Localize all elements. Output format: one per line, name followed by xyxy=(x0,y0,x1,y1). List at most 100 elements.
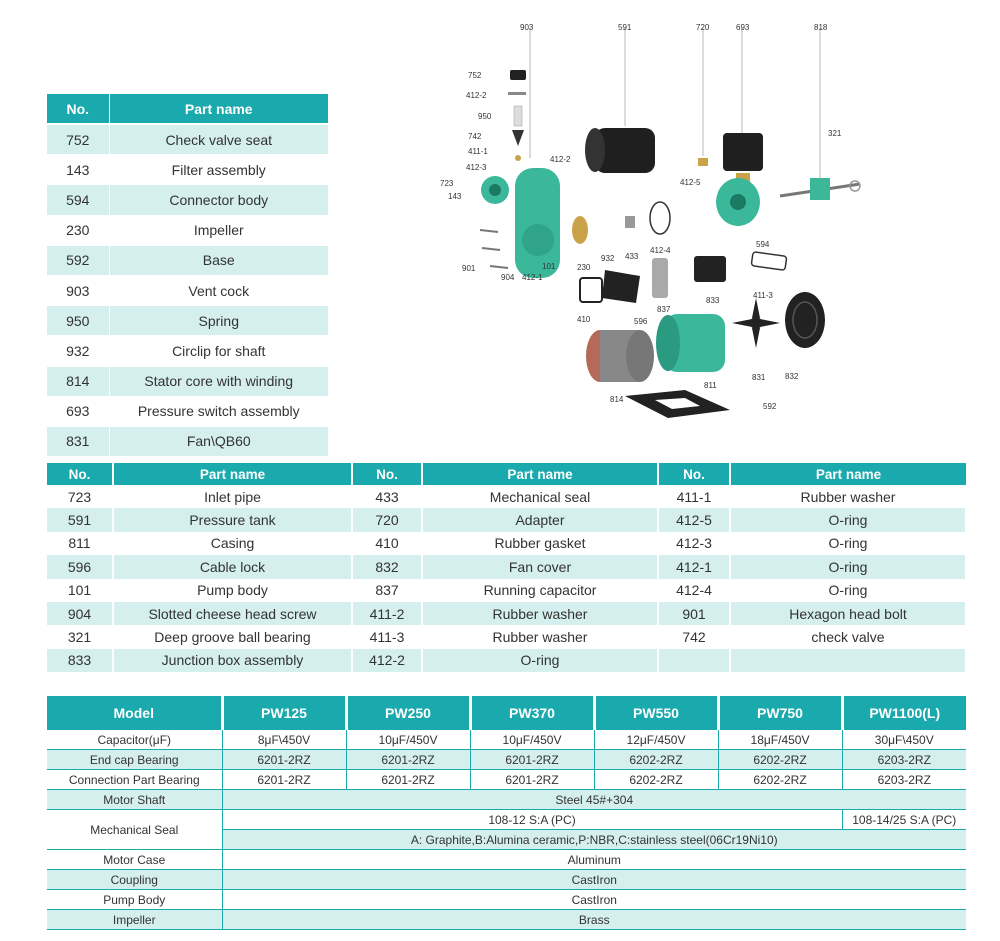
callout: 831 xyxy=(752,373,766,382)
spec-row-impeller: Impeller Brass xyxy=(47,909,966,930)
fan-cover-part xyxy=(785,292,825,348)
parts-table-2: No. Part name No. Part name No. Part nam… xyxy=(47,463,967,673)
part-no: 321 xyxy=(47,625,114,649)
part-no: 412-5 xyxy=(658,508,731,532)
pump-body-part xyxy=(481,168,560,278)
part-name: Casing xyxy=(113,531,353,556)
part-no: 412-3 xyxy=(658,531,731,556)
pressure-tank-part xyxy=(585,28,655,173)
part-name: Pressure switch assembly xyxy=(109,396,328,427)
part-no: 591 xyxy=(47,508,114,532)
spec-value: 6201-2RZ xyxy=(346,749,471,770)
spec-value: 12μF/450V xyxy=(594,730,719,750)
column-header-no: No. xyxy=(658,463,731,485)
part-no: 101 xyxy=(47,578,114,602)
part-no: 143 xyxy=(47,154,110,186)
part-name: Pump body xyxy=(113,578,353,602)
running-capacitor-part xyxy=(652,258,668,298)
callout: 950 xyxy=(478,112,492,121)
part-name: Rubber washer xyxy=(422,601,659,626)
part-name: Impeller xyxy=(109,215,328,246)
callout: 901 xyxy=(462,264,476,273)
part-name: Rubber washer xyxy=(422,625,659,649)
spec-label: Pump Body xyxy=(47,889,223,910)
callout: 412-2 xyxy=(550,155,571,164)
spec-value: 6202-2RZ xyxy=(594,769,719,790)
column-header-part-name: Part name xyxy=(422,463,659,485)
column-header-no: No. xyxy=(352,463,423,485)
part-name: Circlip for shaft xyxy=(109,335,328,367)
spec-row-end-cap-bearing: End cap Bearing 6201-2RZ 6201-2RZ 6201-2… xyxy=(47,749,966,770)
part-no: 412-4 xyxy=(658,578,731,602)
part-no: 596 xyxy=(47,555,114,579)
table-header-row: No. Part name xyxy=(47,94,328,125)
spec-label: Motor Case xyxy=(47,849,223,870)
callout: 411-1 xyxy=(468,147,488,156)
part-no: 720 xyxy=(352,508,423,532)
callout: 742 xyxy=(468,132,482,141)
part-no: 411-3 xyxy=(352,625,423,649)
part-name: Fan cover xyxy=(422,555,659,579)
callout: 412-2 xyxy=(466,91,487,100)
rotor-part xyxy=(779,28,861,200)
spec-value: Aluminum xyxy=(222,849,966,870)
part-name: Stator core with winding xyxy=(109,366,328,397)
junction-box-part xyxy=(694,256,726,282)
callout: 411-3 xyxy=(753,291,773,300)
part-name: Deep groove ball bearing xyxy=(113,625,353,649)
spec-value: CastIron xyxy=(222,889,966,910)
part-name: Rubber gasket xyxy=(422,531,659,556)
part-name: Adapter xyxy=(422,508,659,532)
callout: 814 xyxy=(610,395,624,404)
callout: 832 xyxy=(785,372,799,381)
column-header-part-name: Part name xyxy=(815,466,882,482)
spec-value: 6203-2RZ xyxy=(842,749,966,770)
part-no xyxy=(658,648,731,673)
model-header: Model xyxy=(47,696,224,730)
spec-value: 108-14/25 S:A (PC) xyxy=(842,809,966,830)
callout: 230 xyxy=(577,263,591,272)
callout: 752 xyxy=(468,71,482,80)
callout: 591 xyxy=(618,23,632,32)
part-name: Junction box assembly xyxy=(113,648,353,673)
table-header-row: No. Part name No. Part name No. Part nam… xyxy=(47,463,966,485)
column-header-no: No. xyxy=(47,94,110,125)
part-no: 411-1 xyxy=(658,485,731,509)
callout: 594 xyxy=(756,240,770,249)
adapter-part xyxy=(698,28,708,166)
callout: 410 xyxy=(577,315,591,324)
column-header-no: No. xyxy=(47,463,114,485)
callout: 837 xyxy=(657,305,671,314)
part-name: Base xyxy=(109,245,328,276)
part-no: 433 xyxy=(352,485,423,509)
model-pw370: PW370 xyxy=(470,696,596,730)
part-no: 411-2 xyxy=(352,601,423,626)
part-no: 932 xyxy=(47,335,110,367)
spec-label: Motor Shaft xyxy=(47,789,223,810)
callout: 412-4 xyxy=(650,246,671,255)
part-no: 723 xyxy=(47,485,114,509)
part-name: O-ring xyxy=(730,578,967,602)
spec-label: Mechanical Seal xyxy=(47,809,223,850)
spec-label: Capacitor(μF) xyxy=(47,730,223,750)
spec-row-pump-body: Pump Body CastIron xyxy=(47,889,966,910)
spec-row-motor-case: Motor Case Aluminum xyxy=(47,849,966,870)
spec-value: 6202-2RZ xyxy=(594,749,719,770)
spec-row-capacitor: Capacitor(μF) 8μF\450V 10μF/450V 10μF/45… xyxy=(47,730,966,750)
callout: 932 xyxy=(601,254,615,263)
callout: 833 xyxy=(706,296,720,305)
part-no: 594 xyxy=(47,184,110,216)
model-pw550: PW550 xyxy=(594,696,720,730)
